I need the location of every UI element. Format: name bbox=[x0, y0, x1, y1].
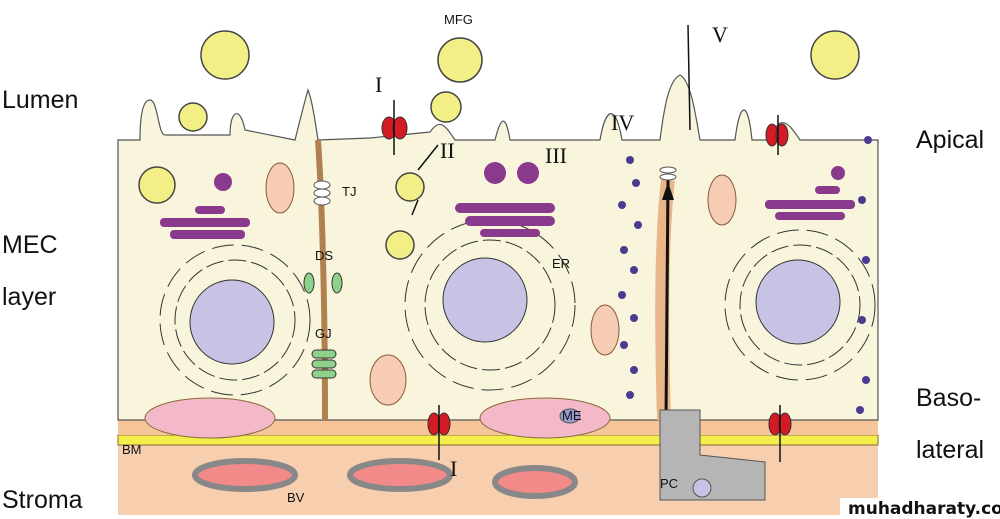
mec-label: MEC bbox=[2, 231, 58, 259]
transporters bbox=[381, 116, 792, 436]
bm-label: BM bbox=[122, 442, 142, 457]
mitochondria bbox=[265, 162, 737, 406]
me-label: ME bbox=[562, 408, 582, 423]
myoepithelial-cell bbox=[144, 397, 276, 439]
transport-arrows bbox=[393, 24, 781, 462]
tj-label: TJ bbox=[342, 184, 356, 199]
myoepithelial-cell bbox=[479, 397, 611, 439]
bv-label: BV bbox=[287, 490, 305, 505]
pathway-iii-label: III bbox=[545, 143, 567, 168]
transcytosis-vesicles bbox=[618, 136, 872, 414]
baso-label: Baso- bbox=[916, 384, 981, 412]
watermark: muhadharaty.com bbox=[848, 499, 1000, 519]
lateral-label: lateral bbox=[916, 436, 984, 464]
ds-label: DS bbox=[315, 248, 333, 263]
stroma-label: Stroma bbox=[2, 486, 83, 514]
plasma-cell-nucleus bbox=[692, 478, 712, 498]
arrow-head-icon bbox=[662, 182, 674, 200]
milk-fat-globules bbox=[138, 30, 860, 260]
golgi-apparatus bbox=[160, 162, 855, 239]
blood-vessels bbox=[192, 458, 578, 499]
lumen-label: Lumen bbox=[2, 86, 78, 114]
layer-label: layer bbox=[2, 283, 56, 311]
pathway-ii-label: II bbox=[440, 138, 455, 163]
nuclei bbox=[159, 219, 876, 396]
myoepithelial-nucleus bbox=[559, 408, 581, 424]
pathway-iv-label: IV bbox=[611, 110, 634, 135]
apical-label: Apical bbox=[916, 126, 984, 154]
epithelial-cytoplasm bbox=[117, 74, 879, 421]
pc-label: PC bbox=[660, 476, 678, 491]
pathway-i-bottom-label: I bbox=[450, 456, 457, 481]
junctions bbox=[303, 166, 677, 379]
paracellular-arrow bbox=[664, 179, 670, 421]
gj-label: GJ bbox=[315, 326, 332, 341]
pathway-v-label: V bbox=[712, 22, 728, 47]
er-label: ER bbox=[552, 256, 570, 271]
pathway-i-label: I bbox=[375, 72, 382, 97]
watermark-bg bbox=[840, 498, 1000, 519]
mfg-label: MFG bbox=[444, 12, 473, 27]
paracellular-channel bbox=[655, 179, 675, 421]
plasma-cell bbox=[659, 409, 766, 501]
